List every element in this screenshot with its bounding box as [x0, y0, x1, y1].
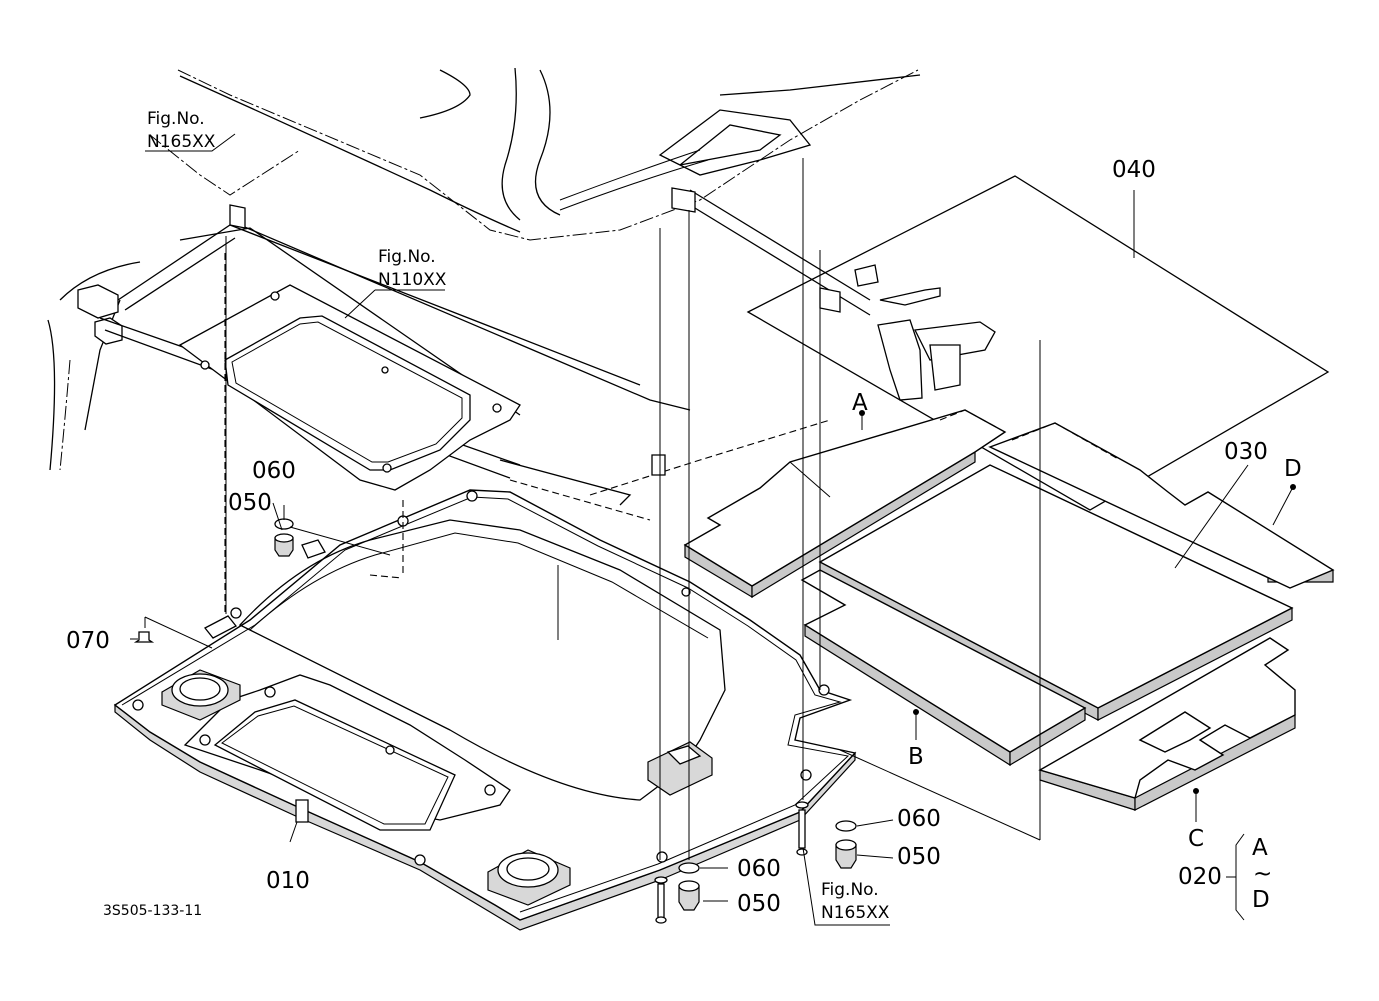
part-label-020: 020 — [1178, 864, 1222, 890]
sub-part-label-a: A — [852, 390, 868, 416]
part-label-030: 030 — [1224, 439, 1268, 465]
part-label-050-a: 050 — [228, 490, 272, 516]
callout-leaders — [130, 133, 1296, 926]
fig-ref-3-label: Fig.No. — [821, 880, 879, 900]
part-label-040: 040 — [1112, 157, 1156, 183]
fig-ref-1-label: Fig.No. — [147, 109, 205, 129]
sub-part-label-b: B — [908, 744, 924, 770]
fig-ref-2-label: Fig.No. — [378, 247, 436, 267]
fasteners — [133, 518, 857, 924]
fig-ref-1-number: N165XX — [147, 132, 216, 152]
range-to: D — [1252, 887, 1270, 913]
roof-frame — [47, 67, 996, 521]
screw-070 — [133, 631, 155, 643]
sub-part-label-c: C — [1188, 826, 1204, 852]
insulation-panels — [683, 409, 1335, 811]
labels: Fig.No. N165XX Fig.No. N110XX Fig.No. N1… — [66, 109, 1302, 923]
part-label-070: 070 — [66, 628, 110, 654]
range-from: A — [1252, 835, 1268, 861]
fig-ref-3-number: N165XX — [821, 903, 890, 923]
part-label-050-b: 050 — [737, 891, 781, 917]
washer-060-b — [678, 862, 700, 874]
fig-ref-2-number: N110XX — [378, 270, 447, 290]
assembly-lines — [144, 158, 1041, 860]
part-label-060-a: 060 — [252, 458, 296, 484]
part-label-010: 010 — [266, 868, 310, 894]
range-tilde: ~ — [1253, 861, 1272, 887]
washer-060-c — [835, 820, 857, 832]
part-label-060-c: 060 — [897, 806, 941, 832]
drawing-code: 3S505-133-11 — [103, 903, 202, 919]
part-010-headliner — [113, 489, 857, 931]
part-label-050-c: 050 — [897, 844, 941, 870]
part-label-060-b: 060 — [737, 856, 781, 882]
sub-part-label-d: D — [1284, 456, 1302, 482]
